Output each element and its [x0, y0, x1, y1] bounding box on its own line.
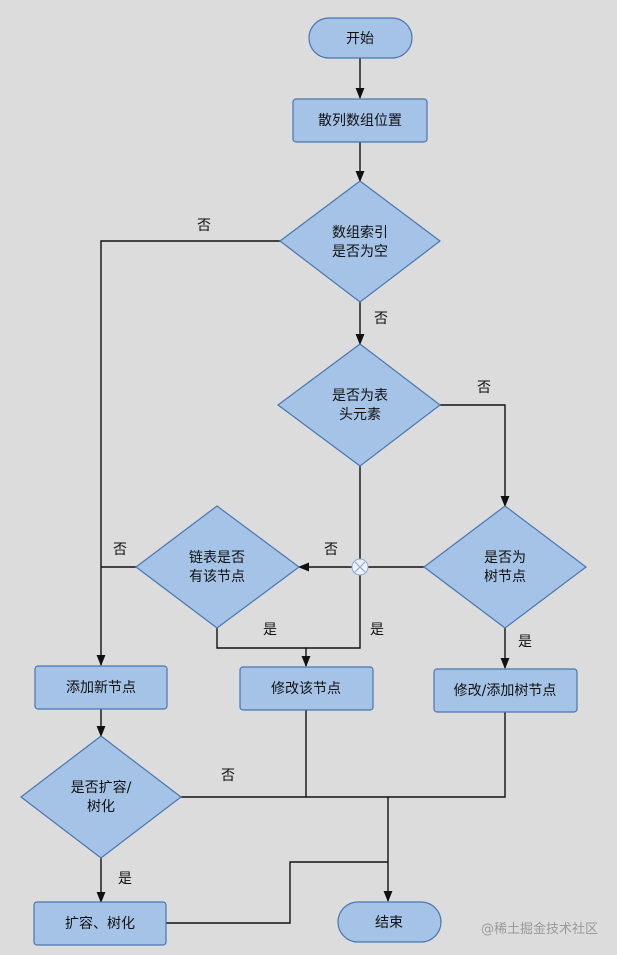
add-new-process: [34, 665, 168, 710]
modify-add-tree-text: 修改/添加树节点: [454, 683, 557, 699]
is-head-text-line2: 头元素: [339, 407, 381, 423]
expand-q-text-line1: 是否扩容/: [71, 779, 132, 796]
expand-process: [33, 901, 167, 946]
is-tree-decision: [423, 505, 587, 629]
label-no-is-tree: 否: [324, 542, 338, 558]
edge-expand-to-end: [166, 861, 388, 924]
edge-expand-q-no-to-end: [181, 796, 393, 903]
line-crossing-marker: [351, 558, 369, 576]
modify-process: [239, 666, 374, 711]
watermark: @稀土掘金技术社区: [481, 921, 598, 937]
is-head-decision: [276, 343, 441, 467]
label-yes-expand-q: 是: [118, 871, 132, 887]
end-text: 结束: [375, 915, 403, 931]
edge-is-head-yes-to-modify: [301, 466, 361, 668]
label-no-is-head-right: 否: [477, 380, 491, 396]
label-no-is-head-down: 否: [374, 311, 388, 327]
add-new-text: 添加新节点: [66, 680, 136, 696]
modify-text: 修改该节点: [271, 681, 341, 697]
list-has-text-line1: 链表是否: [189, 550, 245, 566]
expand-q-decision: [20, 735, 182, 859]
label-yes-is-head: 是: [370, 622, 384, 638]
label-yes-list-has: 是: [263, 622, 277, 638]
is-head-text-line1: 是否为表: [332, 388, 388, 404]
index-empty-text-line1: 数组索引: [332, 224, 388, 241]
list-has-decision: [135, 505, 301, 629]
start-terminal: [308, 17, 413, 59]
expand-text: 扩容、树化: [65, 915, 135, 932]
is-tree-text-line2: 树节点: [484, 569, 526, 585]
modify-add-tree-process: [433, 668, 578, 713]
label-no-expand-q: 否: [221, 768, 235, 784]
is-tree-text-line1: 是否为: [484, 550, 526, 566]
edge-list-has-yes-to-modify: [216, 628, 306, 649]
end-terminal: [337, 901, 442, 943]
start-text: 开始: [346, 31, 374, 47]
edge-modify-tree-to-end: [388, 712, 506, 798]
label-no-list-has: 否: [113, 542, 127, 558]
list-has-text-line2: 有该节点: [189, 569, 245, 585]
hash-process: [292, 98, 428, 143]
edge-index-empty-no-to-add-new: [96, 240, 280, 667]
expand-q-text-line2: 树化: [87, 799, 115, 815]
label-yes-is-tree: 是: [518, 634, 532, 650]
edge-is-head-no-to-is-tree: [440, 404, 510, 508]
index-empty-text-line2: 是否为空: [332, 244, 388, 260]
index-empty-decision: [279, 180, 441, 303]
hash-text: 散列数组位置: [318, 113, 402, 129]
label-no-index-empty: 否: [197, 218, 211, 234]
